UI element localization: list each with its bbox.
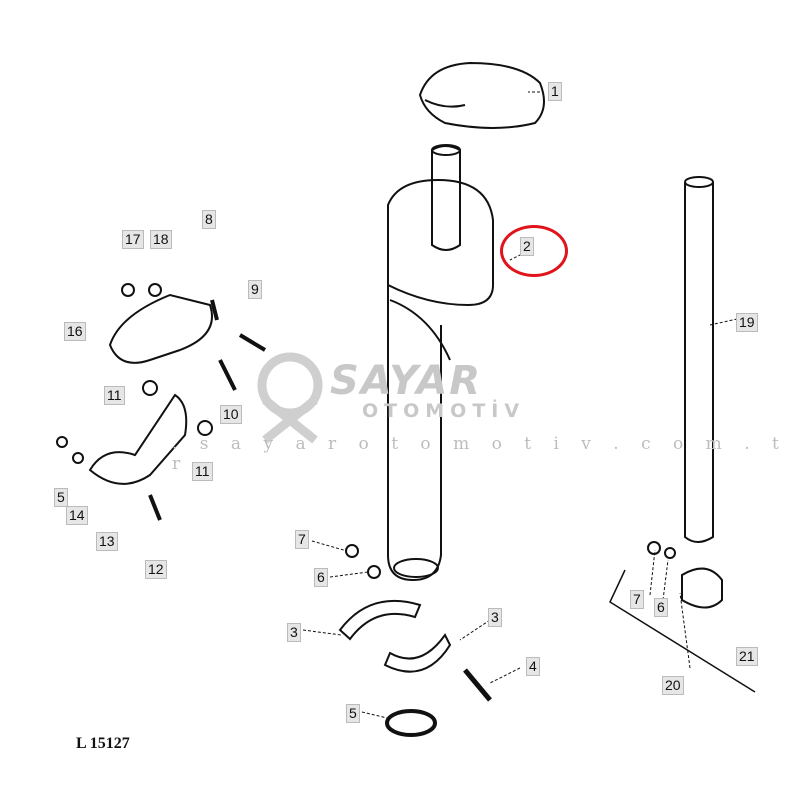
watermark-gear-icon xyxy=(257,352,323,444)
part-2-muffler xyxy=(387,178,494,307)
highlight-circle xyxy=(500,225,568,277)
watermark-sub: OTOMOTİV xyxy=(362,400,526,422)
part-label[interactable]: 19 xyxy=(736,313,758,332)
part-label[interactable]: 9 xyxy=(248,280,262,299)
part-label[interactable]: 7 xyxy=(295,530,309,549)
part-20-clamp xyxy=(681,567,723,609)
part-label[interactable]: 21 xyxy=(736,647,758,666)
part-label[interactable]: 18 xyxy=(150,230,172,249)
part-3-clamp xyxy=(338,599,422,641)
watermark-brand: SAYAR xyxy=(330,358,483,404)
part-label[interactable]: 6 xyxy=(654,598,668,617)
part-label[interactable]: 5 xyxy=(54,488,68,507)
part-label[interactable]: 1 xyxy=(548,82,562,101)
part-label[interactable]: 8 xyxy=(202,210,216,229)
part-label[interactable]: 17 xyxy=(122,230,144,249)
part-label[interactable]: 3 xyxy=(488,608,502,627)
part-1-rain-cap xyxy=(418,61,545,129)
part-label[interactable]: 16 xyxy=(64,322,86,341)
part-label[interactable]: 3 xyxy=(287,623,301,642)
part-label[interactable]: 10 xyxy=(220,405,242,424)
part-label[interactable]: 13 xyxy=(96,532,118,551)
part-label[interactable]: 20 xyxy=(662,676,684,695)
part-label[interactable]: 4 xyxy=(526,657,540,676)
part-5-gasket xyxy=(385,709,437,737)
part-13-bracket xyxy=(88,393,188,485)
part-label[interactable]: 11 xyxy=(104,386,125,405)
part-label-highlighted[interactable]: 2 xyxy=(520,237,534,256)
part-19-exhaust-pipe xyxy=(684,182,714,543)
part-16-elbow xyxy=(108,293,213,364)
part-label[interactable]: 6 xyxy=(314,568,328,587)
diagram-reference: L 15127 xyxy=(76,735,130,752)
part-label[interactable]: 12 xyxy=(145,560,167,579)
part-label[interactable]: 7 xyxy=(630,590,644,609)
watermark-url: . s a y a r o t o m o t i v . c o m . t … xyxy=(172,434,788,474)
part-label[interactable]: 11 xyxy=(192,462,213,481)
part-label[interactable]: 14 xyxy=(66,506,88,525)
part-label[interactable]: 5 xyxy=(346,704,360,723)
